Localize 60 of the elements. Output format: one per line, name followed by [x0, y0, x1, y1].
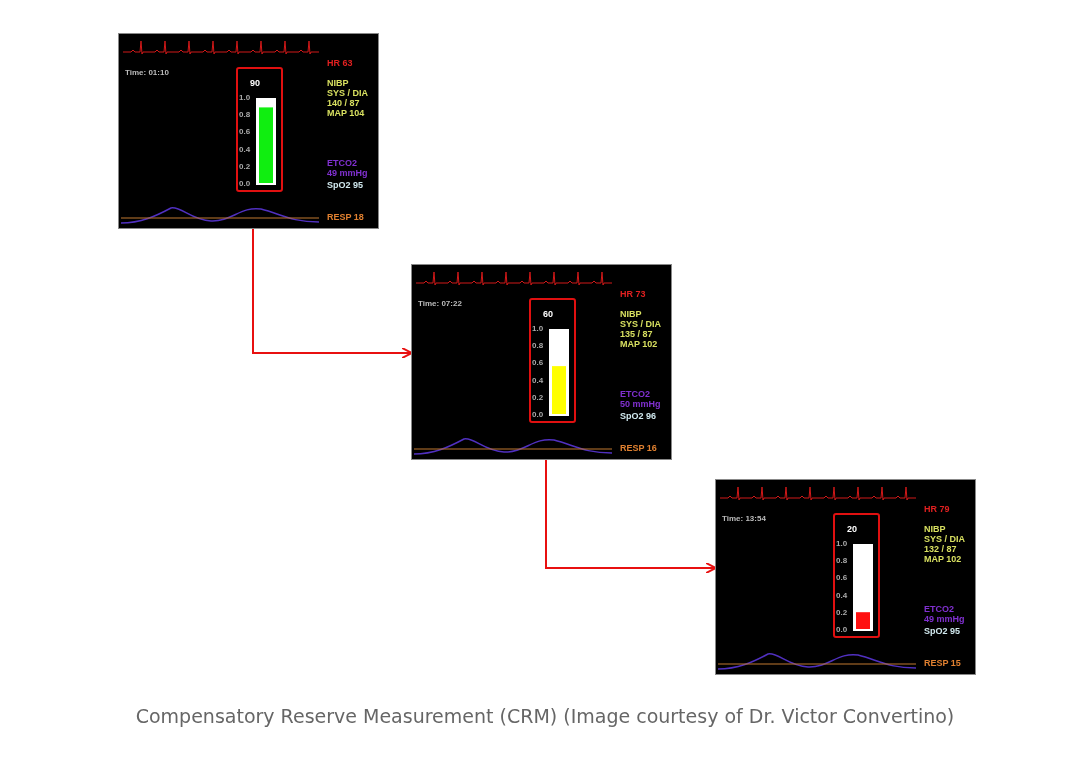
etco2-readout: 50 mmHg [620, 399, 661, 409]
scale-tick: 0.6 [239, 127, 251, 137]
time-readout: Time: 01:10 [125, 68, 169, 77]
etco2-readout: ETCO2 [620, 389, 650, 399]
reserve-gauge [236, 67, 283, 192]
scale-tick: 0.4 [836, 590, 848, 600]
etco2-readout: 49 mmHg [327, 168, 368, 178]
blood-pressure-readout: 135 / 87 [620, 329, 653, 339]
blood-pressure-readout: 132 / 87 [924, 544, 957, 554]
spo2-readout: SpO2 96 [620, 411, 657, 421]
time-readout: Time: 07:22 [418, 299, 462, 308]
scale-tick: 1.0 [532, 324, 544, 333]
scale-tick: 0.0 [836, 625, 848, 634]
gauge-value: 20 [847, 524, 857, 534]
spo2-readout: SpO2 95 [327, 180, 364, 190]
scale-tick: 0.2 [532, 392, 544, 402]
gauge-value: 90 [250, 78, 260, 88]
arrow [252, 228, 413, 359]
monitor-screen [119, 34, 378, 228]
reserve-gauge [529, 298, 576, 423]
etco2-readout: ETCO2 [924, 604, 954, 614]
monitor-screen [716, 480, 975, 674]
etco2-readout: 49 mmHg [924, 614, 965, 624]
reserve-gauge [833, 513, 880, 638]
blood-pressure-readout: SYS / DIA [620, 319, 661, 329]
caption: Compensatory Reserve Measurement (CRM) (Image courtesy of Dr. Victor Convertino) [134, 705, 956, 727]
scale-tick: 0.2 [836, 607, 848, 617]
scale-tick: 0.0 [239, 179, 251, 188]
monitor-screen [412, 265, 671, 459]
heart-rate-readout: HR 79 [924, 504, 950, 514]
scale-tick: 0.0 [532, 410, 544, 419]
heart-rate-readout: HR 63 [327, 58, 353, 68]
etco2-readout: ETCO2 [327, 158, 357, 168]
scale-tick: 0.2 [239, 161, 251, 171]
scale-tick: 0.8 [836, 556, 848, 566]
resp-rate-readout: RESP 15 [924, 658, 961, 668]
blood-pressure-readout: SYS / DIA [327, 88, 368, 98]
gauge-value: 60 [543, 309, 553, 319]
blood-pressure-readout: MAP 102 [620, 339, 658, 349]
blood-pressure-readout: NIBP [327, 78, 349, 88]
blood-pressure-readout: SYS / DIA [924, 534, 965, 544]
resp-rate-readout: RESP 18 [327, 212, 364, 222]
scale-tick: 0.4 [239, 144, 251, 154]
scale-tick: 1.0 [239, 93, 251, 102]
blood-pressure-readout: MAP 104 [327, 108, 365, 118]
blood-pressure-readout: NIBP [924, 524, 946, 534]
time-readout: Time: 13:54 [722, 514, 766, 523]
blood-pressure-readout: MAP 102 [924, 554, 962, 564]
spo2-readout: SpO2 95 [924, 626, 961, 636]
arrow [545, 459, 717, 574]
scale-tick: 0.4 [532, 375, 544, 385]
scale-tick: 0.6 [532, 358, 544, 368]
scale-tick: 0.6 [836, 573, 848, 583]
scale-tick: 0.8 [239, 110, 251, 120]
heart-rate-readout: HR 73 [620, 289, 646, 299]
blood-pressure-readout: NIBP [620, 309, 642, 319]
scale-tick: 1.0 [836, 539, 848, 548]
blood-pressure-readout: 140 / 87 [327, 98, 360, 108]
scale-tick: 0.8 [532, 341, 544, 351]
resp-rate-readout: RESP 16 [620, 443, 657, 453]
